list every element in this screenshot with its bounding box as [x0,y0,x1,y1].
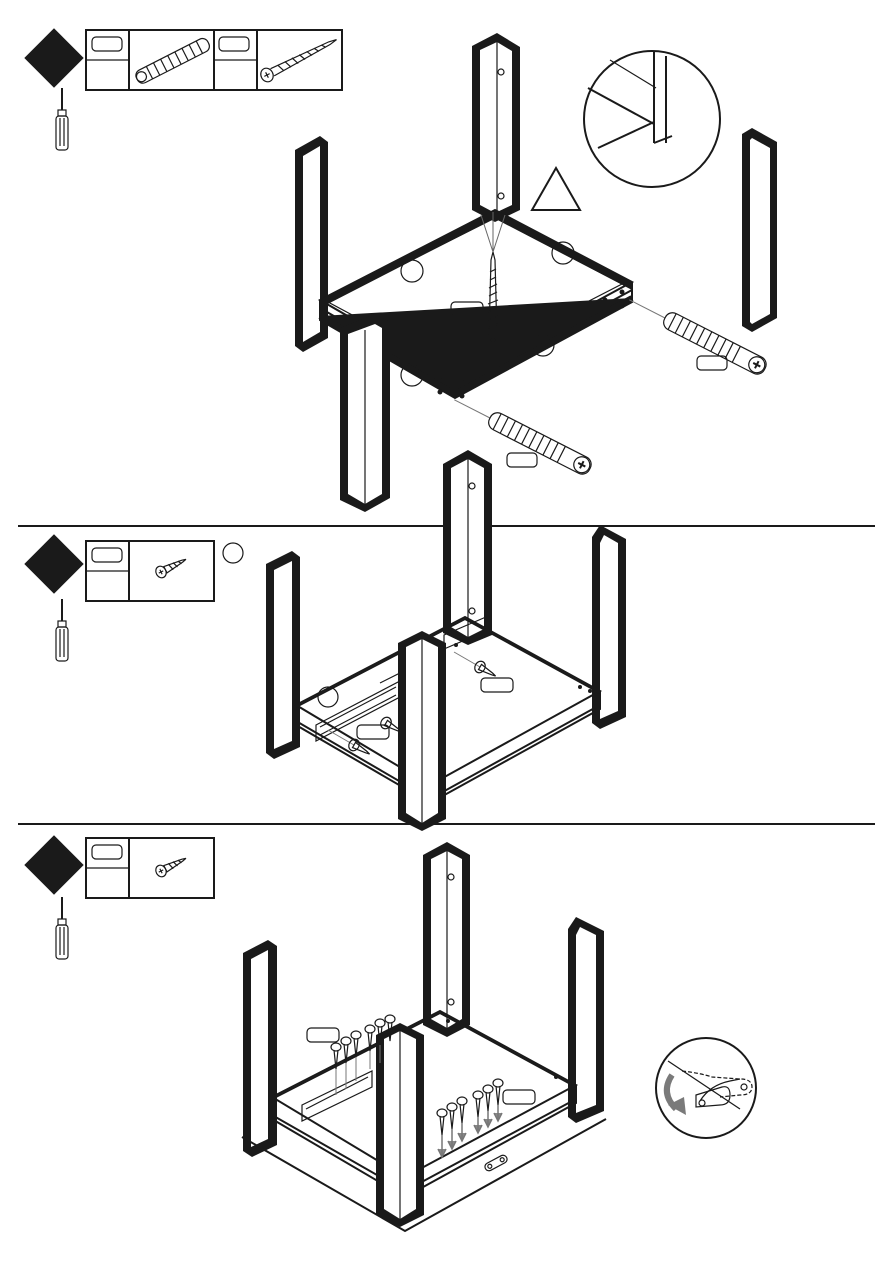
screwdriver-icon [56,897,68,959]
leg-back-right [568,917,604,1123]
label-box-screws-right [503,1090,535,1104]
table-frame [296,617,600,803]
step-1-illustration [0,0,893,520]
hook-detail-circle [656,1038,756,1138]
step-2 [0,527,893,823]
warning-triangle-icon [532,168,580,210]
leg-back-left [243,940,277,1157]
leg-front-left [340,314,390,512]
step-2-illustration [0,527,893,823]
label-box-dowel-left [507,453,537,467]
leg-front-center [398,631,446,831]
label-box-screws-left [307,1028,339,1042]
leg-back-right [592,525,626,729]
label-box-screw-left [357,725,389,739]
step-1 [0,0,893,520]
rotate-arrow-icon [667,1075,686,1115]
screwdriver-icon [56,88,68,150]
hanger-hook [484,1154,509,1172]
leg-back-center [423,842,470,1037]
leg-separate-right [742,128,777,332]
magnifier-detail-icon [584,51,720,187]
step-2-quantity-circle [223,543,243,563]
step-3-illustration [0,825,893,1263]
screwdriver-icon [56,599,68,661]
step-3 [0,825,893,1263]
label-box-screw-right [481,678,513,692]
screw-group-right [437,1079,503,1157]
screw-right [451,647,499,681]
label-box-dowel-right [697,356,727,370]
joint-mark-1 [401,260,423,282]
leg-back-center [472,33,520,222]
leg-back-left [266,551,300,759]
leg-front-center [376,1023,424,1227]
leg-back-center [443,450,492,645]
